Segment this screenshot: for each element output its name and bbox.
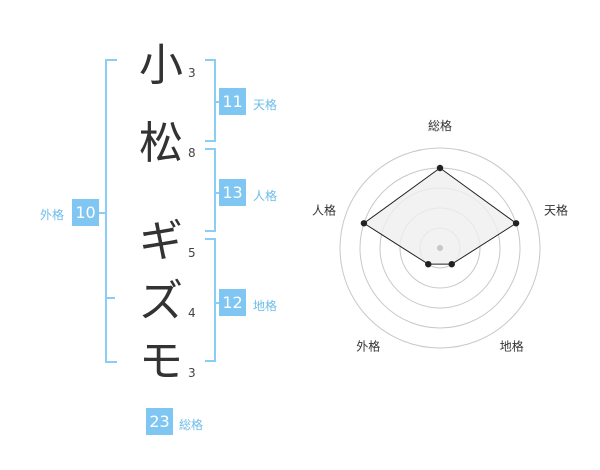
chikaku-bracket [205, 238, 216, 362]
radar-data-point [512, 220, 520, 227]
jinkaku-value: 13 [219, 179, 246, 206]
stroke-count-4: 4 [188, 306, 196, 320]
radar-data-point [360, 220, 368, 227]
chikaku-label: 地格 [253, 299, 278, 313]
gaikaku-label: 外格 [40, 208, 65, 222]
stroke-count-3: 5 [188, 246, 196, 260]
tenkaku-label: 天格 [253, 98, 278, 112]
radar-center-dot [437, 245, 443, 251]
radar-data-point [425, 260, 432, 268]
gaikaku-bracket-center [99, 212, 105, 214]
radar-axis-label: 地格 [500, 339, 524, 354]
radar-axis-label: 総格 [428, 118, 452, 133]
radar-axis-label: 外格 [356, 339, 380, 354]
soukaku-label: 総格 [179, 418, 204, 432]
name-char-5: モ [139, 336, 183, 387]
tenkaku-value: 11 [219, 88, 246, 115]
chikaku-value: 12 [219, 289, 246, 316]
radar-data-point [436, 164, 444, 172]
stroke-count-1: 3 [188, 66, 196, 80]
name-char-4: ズ [139, 276, 183, 327]
stroke-count-2: 8 [188, 146, 196, 160]
stroke-count-5: 3 [188, 366, 196, 380]
name-char-2: 松 [139, 118, 183, 169]
gaikaku-bracket [105, 59, 117, 363]
radar-data-area [363, 167, 517, 265]
name-char-1: 小 [139, 40, 183, 91]
tenkaku-connector [214, 101, 219, 103]
gaikaku-value: 10 [72, 199, 99, 226]
radar-axis-label: 天格 [544, 202, 568, 217]
chikaku-connector [214, 302, 219, 304]
jinkaku-label: 人格 [253, 189, 278, 203]
radar-data-point [448, 260, 455, 268]
tenkaku-bracket [205, 59, 216, 142]
name-char-3: ギ [139, 216, 183, 267]
radar-grid-ring [339, 147, 541, 349]
jinkaku-bracket [205, 148, 216, 232]
radar-axis-label: 人格 [312, 202, 336, 217]
jinkaku-connector [214, 192, 219, 194]
soukaku-value: 23 [146, 408, 173, 435]
gaikaku-bracket-tick [105, 297, 115, 299]
